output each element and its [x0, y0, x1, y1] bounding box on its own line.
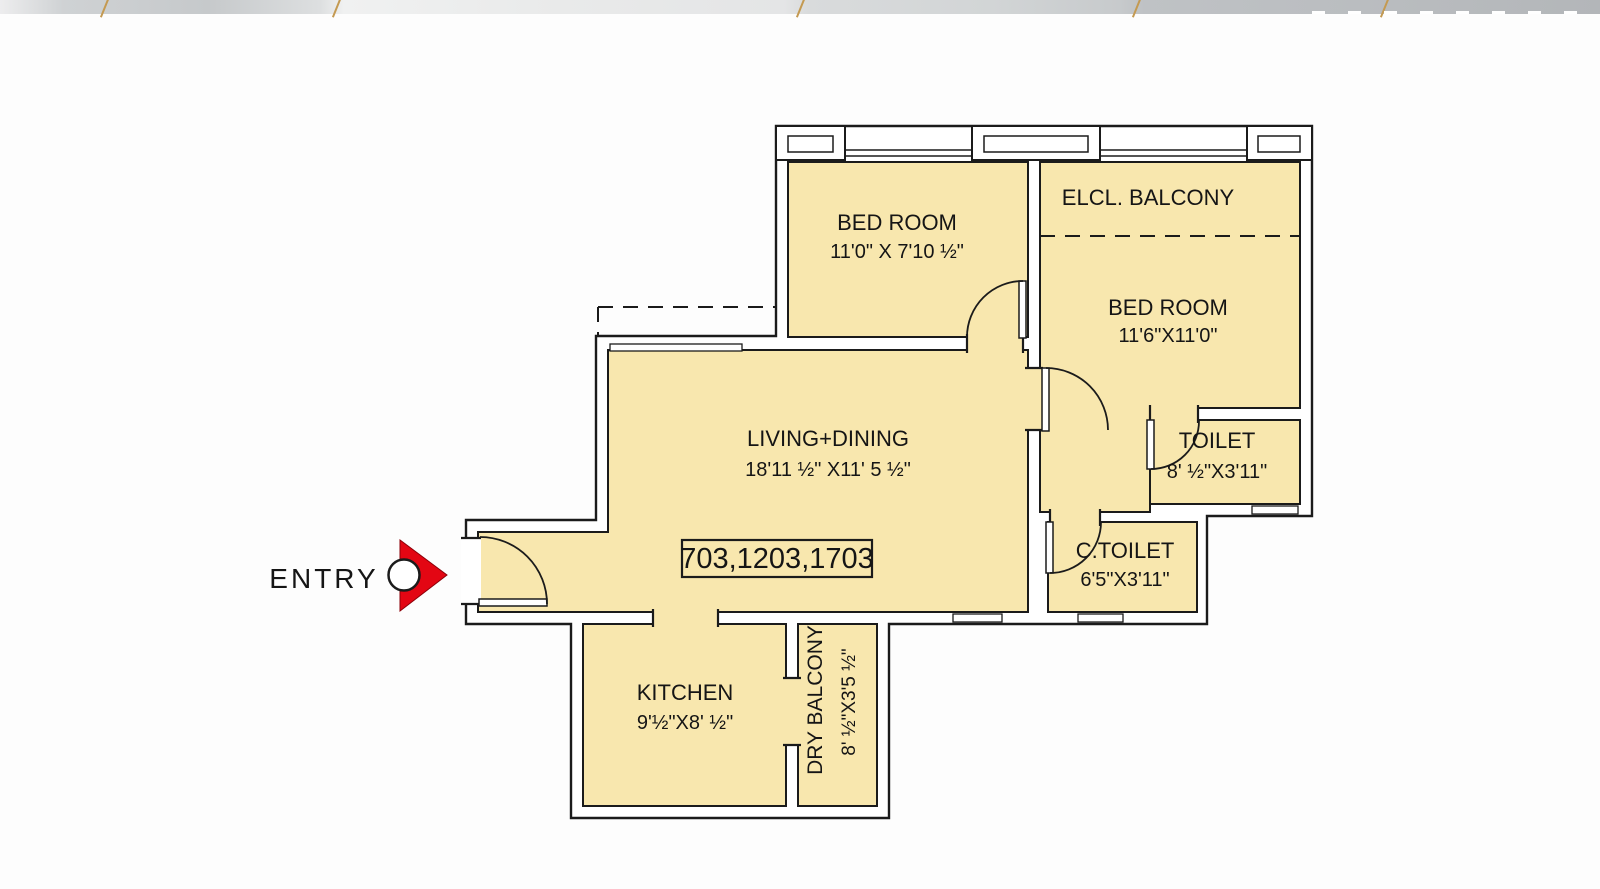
room-kitchen — [582, 623, 787, 807]
dry-balcony-label: DRY BALCONY — [804, 625, 827, 775]
banner-dash — [1492, 11, 1505, 14]
bedroom1-door-arc — [966, 280, 1024, 338]
bedroom1-label: BED ROOM — [837, 210, 957, 235]
living-label: LIVING+DINING — [747, 426, 909, 451]
toilet-label: TOILET — [1179, 428, 1256, 453]
banner-dash — [1456, 11, 1469, 14]
bedroom2-door-arc — [1045, 367, 1109, 431]
banner-dash — [1312, 11, 1325, 14]
bedroom1-door-opening — [967, 335, 1023, 352]
banner-dash — [1348, 11, 1361, 14]
room-ctoilet — [1047, 521, 1198, 613]
kitchen-dims: 9'½"X8' ½" — [637, 712, 733, 734]
toilet-door-opening — [1150, 406, 1198, 422]
entry-opening — [461, 538, 481, 604]
toilet-dims: 8' ½"X3'11" — [1167, 461, 1267, 483]
entry-arrow-icon — [387, 539, 448, 613]
banner-dash — [1384, 11, 1397, 14]
ctoilet-dims: 6'5"X3'11" — [1080, 569, 1169, 591]
dry-balcony-door-opening — [784, 678, 800, 745]
banner-dash — [1420, 11, 1433, 14]
toilet-door-arc — [1150, 420, 1200, 470]
room-living — [477, 349, 1029, 613]
bedroom1-dims: 11'0" X 7'10 ½" — [830, 241, 964, 263]
vent-window — [952, 613, 1003, 623]
entry-circle-icon — [387, 558, 421, 592]
ctoilet-door-opening — [1050, 510, 1100, 525]
entry-label: ENTRY — [269, 563, 378, 594]
window-icon — [1257, 135, 1301, 153]
bedroom2-door-opening — [1026, 368, 1042, 430]
ctoilet-door-arc — [1049, 521, 1102, 574]
unit-numbers: 703,1203,1703 — [680, 543, 874, 575]
banner-dash — [1564, 11, 1577, 14]
kitchen-opening — [654, 610, 718, 626]
toilet-door-leaf — [1146, 419, 1155, 470]
living-dims: 18'11 ½" X11' 5 ½" — [745, 459, 911, 481]
room-dry-balcony — [797, 623, 878, 807]
unit-number-box — [680, 538, 874, 579]
window-living — [609, 343, 743, 352]
ctoilet-door-leaf — [1045, 521, 1054, 574]
bedroom2-label: BED ROOM — [1108, 295, 1228, 320]
dry-balcony-dims: 8' ½"X3'5 ½" — [839, 648, 860, 755]
vent-window — [1251, 505, 1299, 515]
ctoilet-label: C.TOILET — [1076, 538, 1175, 563]
room-bedroom1 — [787, 161, 1029, 338]
window-icon — [787, 135, 834, 153]
bedroom1-door-leaf — [1018, 280, 1027, 339]
vent-window — [1077, 613, 1124, 623]
bedroom2-door-leaf — [1041, 367, 1050, 432]
entry-door-arc — [479, 536, 548, 605]
decorative-top-banner — [0, 0, 1600, 18]
kitchen-label: KITCHEN — [637, 680, 734, 705]
window-icon — [983, 135, 1089, 153]
banner-dash — [1528, 11, 1541, 14]
balcony-label: ELCL. BALCONY — [1062, 185, 1235, 210]
entry-door-leaf — [478, 598, 548, 607]
bedroom2-dims: 11'6"X11'0" — [1119, 325, 1218, 347]
